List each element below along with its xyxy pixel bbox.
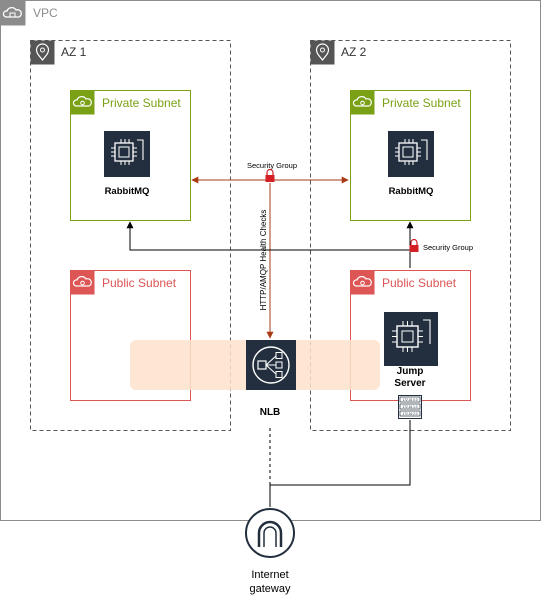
ec2-instance-icon — [388, 131, 434, 177]
ec2-instance-icon — [384, 312, 438, 366]
ec2-instance-icon — [104, 131, 150, 177]
rabbitmq-1: RabbitMQ — [104, 131, 150, 197]
cloud-icon — [2, 6, 22, 18]
private-subnet-2-icon-box — [350, 90, 375, 115]
route-table-row — [399, 410, 421, 417]
internet-gateway-label-line2: gateway — [250, 583, 291, 595]
internet-gateway-icon — [245, 508, 295, 558]
vpc-label: VPC — [33, 6, 58, 20]
public-subnet-1-icon-box — [70, 270, 95, 295]
jump-server-label-line2: Server — [394, 378, 425, 389]
az1-boundary — [30, 40, 231, 431]
jump-server-label-line1: Jump — [397, 366, 424, 377]
az1-label: AZ 1 — [61, 45, 87, 59]
nlb: NLB — [246, 340, 296, 418]
edge-health-checks-label: HTTP/AMQP Health Checks — [259, 210, 268, 311]
private-subnet-1-label: Private Subnet — [102, 96, 181, 110]
edge-rabbitmq-security-group-label: Security Group — [247, 161, 297, 170]
location-pin-icon — [35, 43, 50, 61]
location-pin-icon — [315, 43, 330, 61]
route-table-row — [399, 396, 421, 403]
subnet-lock-cloud-icon — [352, 96, 372, 107]
padlock-icon — [409, 238, 419, 252]
route-table-row — [399, 403, 421, 410]
public-subnet-1-label: Public Subnet — [102, 276, 177, 290]
az1-group: AZ 1 — [30, 40, 231, 431]
private-subnet-1-icon-box — [70, 90, 95, 115]
rabbitmq-2-label: RabbitMQ — [389, 186, 434, 197]
subnet-cloud-icon — [352, 276, 372, 287]
nlb-label: NLB — [260, 407, 281, 418]
subnet-lock-cloud-icon — [72, 96, 92, 107]
public-subnet-2-label: Public Subnet — [382, 276, 457, 290]
internet-gateway-label-line1: Internet — [251, 569, 288, 581]
edge-route-table-to-igw — [269, 420, 411, 507]
private-subnet-2-label: Private Subnet — [382, 96, 461, 110]
padlock-icon — [265, 168, 275, 182]
internet-gateway: Internet gateway — [245, 508, 295, 595]
route-table-row-text: 172.16.2.0 — [402, 412, 417, 416]
edge-jump-to-rabbitmq-label: Security Group — [423, 243, 473, 252]
route-table-row-text: 172.16.0.0 — [402, 398, 417, 402]
edge-jump-to-rabbitmq — [126, 221, 411, 268]
subnet-cloud-icon — [72, 276, 92, 287]
route-table-icon: 172.16.0.0 172.16.1.0 172.16.2.0 — [398, 395, 422, 419]
az2-label: AZ 2 — [341, 45, 367, 59]
rabbitmq-2: RabbitMQ — [388, 131, 434, 197]
jump-server: Jump Server — [384, 312, 438, 389]
rabbitmq-1-label: RabbitMQ — [105, 186, 150, 197]
public-subnet-2-icon-box — [350, 270, 375, 295]
route-table-row-text: 172.16.1.0 — [402, 405, 417, 409]
